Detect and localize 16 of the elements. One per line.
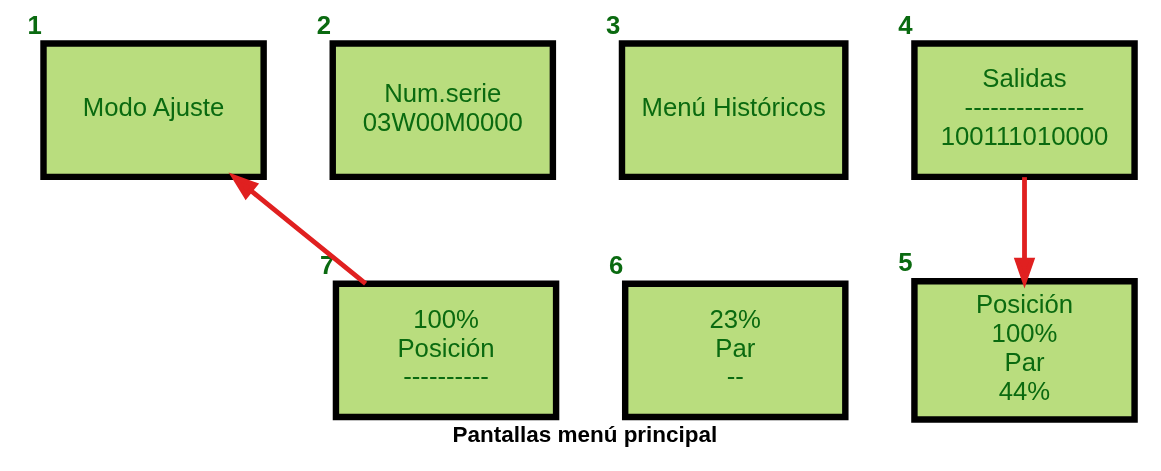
node-box: Menú Históricos (618, 40, 849, 181)
node-box: 23% Par -- (621, 280, 849, 421)
node-box: Salidas -------------- 100111010000 (910, 40, 1138, 181)
node-box: 100% Posición ---------- (332, 280, 559, 421)
arrow (228, 172, 367, 286)
node-box: Modo Ajuste (39, 40, 267, 181)
node-box: Posición 100% Par 44% (910, 278, 1138, 423)
node-label: 2 (316, 10, 331, 39)
caption: Pantallas menú principal (451, 422, 717, 448)
node-label: 5 (897, 248, 913, 277)
node-label: 4 (897, 10, 913, 39)
node-label: 1 (26, 10, 42, 39)
arrow (1013, 177, 1035, 289)
node-label: 3 (605, 10, 620, 39)
node-label: 6 (608, 250, 623, 279)
node-box: Num.serie 03W00M0000 (329, 40, 556, 181)
